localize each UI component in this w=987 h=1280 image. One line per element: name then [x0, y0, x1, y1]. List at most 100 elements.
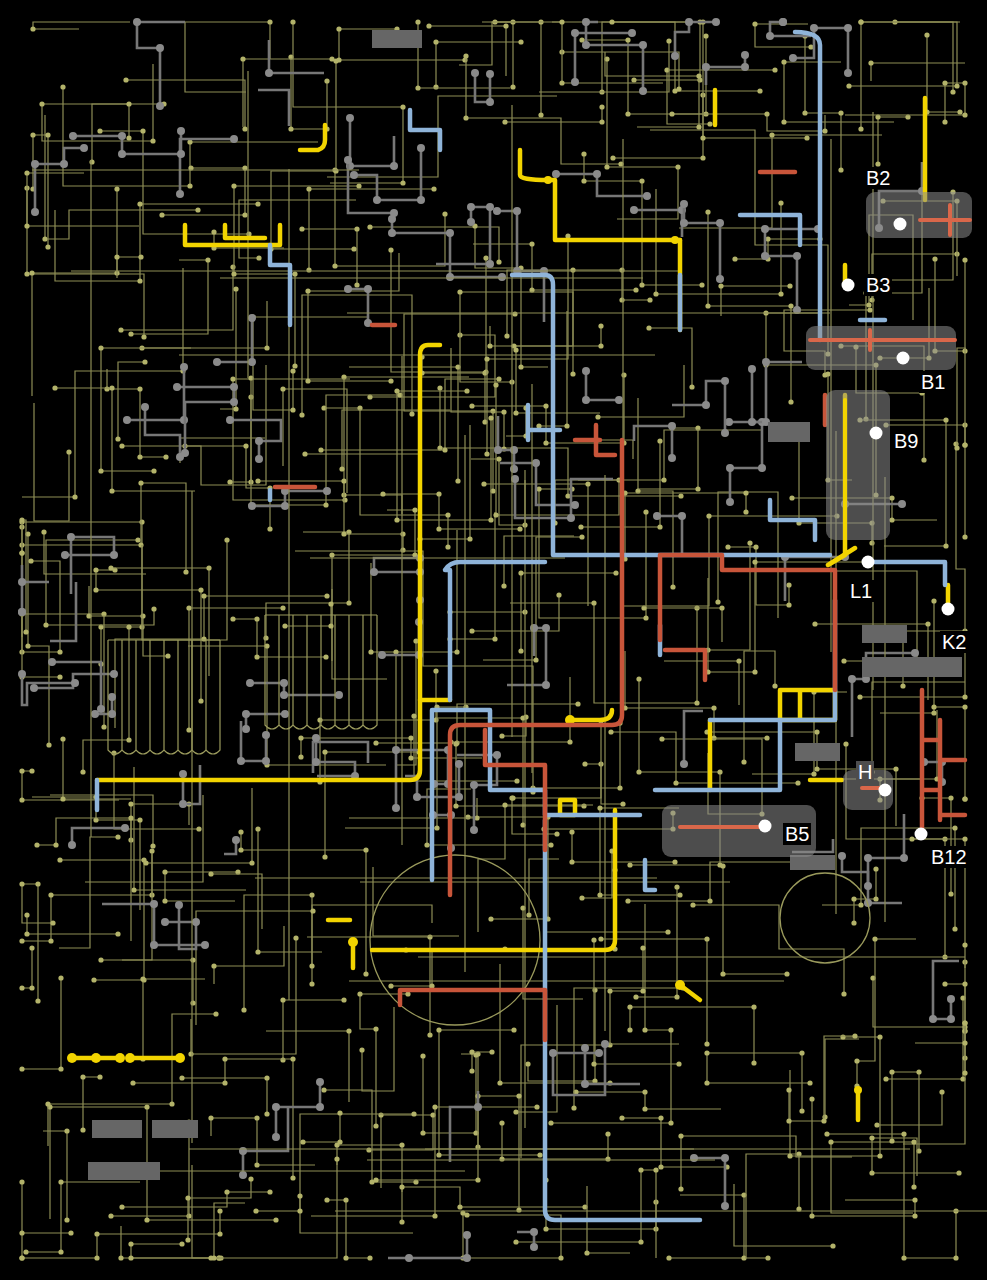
- pathway-line: [283, 1000, 344, 1060]
- metabolite-dot: [638, 1239, 643, 1244]
- metabolite-dot: [437, 385, 442, 390]
- metabolite-dot: [828, 1139, 833, 1144]
- metabolite-dot: [929, 1015, 937, 1023]
- pathway-line: [22, 483, 186, 572]
- metabolite-dot: [690, 902, 695, 907]
- metabolite-dot: [488, 517, 493, 522]
- pathway-line: [524, 480, 525, 1128]
- metabolite-dot: [942, 603, 955, 616]
- metabolite-dot: [804, 135, 809, 140]
- pathway-line: [780, 690, 835, 720]
- metabolite-dot: [454, 740, 459, 745]
- metabolite-dot: [433, 668, 438, 673]
- pathway-group: [275, 172, 965, 1040]
- metabolite-dot: [392, 746, 400, 754]
- metabolite-dot: [141, 977, 146, 982]
- metabolite-dot: [469, 403, 474, 408]
- metabolite-dot: [809, 1213, 814, 1218]
- metabolite-dot: [579, 534, 584, 539]
- pathway-line: [684, 711, 703, 764]
- pathway-line: [239, 200, 356, 258]
- pathway-line: [922, 690, 965, 830]
- metabolite-dot: [898, 500, 906, 508]
- metabolite-dot: [363, 971, 368, 976]
- metabolite-dot: [843, 741, 848, 746]
- metabolite-dot: [293, 935, 298, 940]
- metabolite-dot: [585, 481, 590, 486]
- pathway-line: [382, 622, 419, 655]
- metabolite-dot: [45, 244, 50, 249]
- metabolite-dot: [789, 54, 797, 62]
- pathway-line: [713, 90, 718, 125]
- metabolite-dot: [883, 1076, 888, 1081]
- pathway-line: [809, 571, 917, 661]
- metabolite-dot: [493, 751, 501, 759]
- pathway-line: [436, 207, 490, 264]
- metabolite-dot: [28, 558, 33, 563]
- metabolite-dot: [538, 112, 543, 117]
- vitamin-region: B5: [662, 805, 816, 857]
- pathway-line: [505, 107, 602, 122]
- pathway-line: [656, 189, 781, 294]
- pathway-line: [33, 22, 130, 29]
- metabolite-dot: [156, 102, 164, 110]
- metabolite-dot: [128, 331, 133, 336]
- metabolite-dot: [242, 725, 250, 733]
- pathway-line: [849, 22, 957, 86]
- pathway-line: [22, 1182, 71, 1258]
- metabolite-dot: [559, 19, 564, 24]
- metabolite-dot: [962, 694, 967, 699]
- pathway-line: [669, 1195, 744, 1258]
- metabolite-dot: [300, 1139, 305, 1144]
- metabolite-dot: [499, 1156, 504, 1161]
- pathway-line: [610, 948, 679, 1044]
- pathway-line: [645, 860, 655, 890]
- metabolite-dot: [463, 53, 468, 58]
- pathway-line: [734, 1184, 833, 1246]
- pathway-line: [675, 22, 716, 56]
- metabolite-dot: [68, 1230, 73, 1235]
- metabolite-dot: [137, 201, 142, 206]
- metabolite-dot: [144, 1104, 149, 1109]
- pathway-line: [256, 1196, 300, 1211]
- metabolite-dot: [696, 73, 701, 78]
- metabolite-dot: [870, 427, 883, 440]
- pathway-line: [265, 615, 377, 729]
- metabolite-dot: [233, 286, 238, 291]
- metabolite-dot: [467, 203, 475, 211]
- pathway-line: [466, 56, 621, 164]
- metabolite-dot: [436, 526, 441, 531]
- pathway-line: [482, 22, 663, 83]
- metabolite-dot: [848, 675, 856, 683]
- pathway-line: [192, 1165, 211, 1258]
- pathway-line: [694, 1158, 725, 1206]
- metabolite-dot: [253, 1208, 258, 1213]
- pathway-line: [873, 962, 965, 1027]
- metabolite-dot: [19, 517, 24, 522]
- metabolite-dot: [179, 1241, 184, 1246]
- metabolite-dot: [288, 126, 293, 131]
- metabolite-dot: [64, 1128, 69, 1133]
- metabolite-dot: [761, 252, 769, 260]
- metabolite-dot: [453, 803, 458, 808]
- metabolite-dot: [704, 936, 709, 941]
- metabolite-dot: [741, 759, 746, 764]
- metabolite-dot: [242, 710, 250, 718]
- metabolite-dot: [108, 565, 113, 570]
- metabolite-dot: [582, 41, 590, 49]
- metabolite-dot: [309, 892, 314, 897]
- pathway-line: [337, 1145, 402, 1192]
- metabolite-dot: [290, 1175, 295, 1180]
- metabolite-dot: [222, 1056, 227, 1061]
- metabolite-dot: [869, 540, 874, 545]
- metabolite-dot: [137, 454, 142, 459]
- metabolite-dot: [420, 1130, 425, 1135]
- metabolite-dot: [513, 207, 521, 215]
- metabolite-dot: [631, 77, 636, 82]
- metabolite-dot: [290, 407, 295, 412]
- metabolite-dot: [943, 543, 948, 548]
- pathway-group: [67, 176, 862, 1094]
- metabolite-dot: [657, 524, 662, 529]
- metabolite-dot: [674, 884, 679, 889]
